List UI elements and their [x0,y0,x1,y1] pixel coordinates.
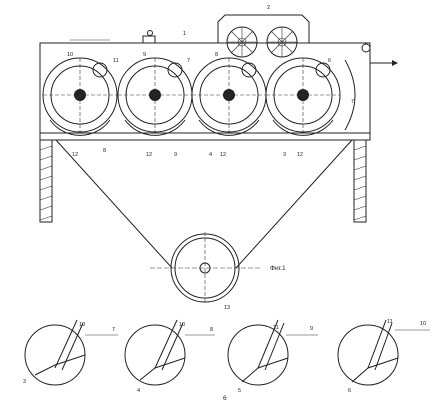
label-10: 10 [67,52,73,58]
outlet-guard [344,59,356,131]
label-12b: 12 [146,152,152,158]
label-3: 3 [283,152,286,158]
leg-right-hatch [353,145,367,221]
detail-1-mid: 10 [79,322,85,328]
label-13: 13 [224,305,230,311]
label-9b: 9 [174,152,177,158]
figure-caption: Фиг.1 [270,265,286,272]
detail-3-upper: 9 [310,326,313,332]
right-outlet [344,43,398,131]
detail-4-upper: 10 [420,321,426,327]
drive-belt [55,139,353,304]
fitting-cap [147,30,153,36]
drum-4 [265,57,341,136]
housing-bottom-rail [39,133,371,141]
gear-spokes [227,27,297,57]
label-7b: 7 [351,99,354,105]
outlet-arrow-icon [392,60,398,66]
label-9: 9 [143,52,146,58]
detail-1-upper: 7 [112,327,115,333]
detail-caption: 6 [223,395,227,402]
detail-4: 6 10 11 [337,319,430,394]
label-12a: 12 [72,152,78,158]
outlet-pivot [361,43,371,53]
leg-right [353,139,367,223]
label-12c: 12 [220,152,226,158]
detail-1: 3 7 10 [23,319,118,386]
housing [39,42,371,141]
detail-4-lower: 6 [348,388,351,394]
main-labels: 1 2 10 11 9 7 8 6 7 12 8 12 9 4 12 3 12 … [67,5,354,311]
detail-2-lower: 4 [137,388,140,394]
gearbox-casing [217,14,310,43]
gearbox [217,14,310,58]
detail-2-mid: 10 [179,322,185,328]
detail-4-mid: 11 [387,319,393,325]
label-4: 4 [209,152,212,158]
drums [42,57,341,136]
top-fittings [70,30,156,44]
label-8: 8 [215,52,218,58]
legs [39,139,367,223]
label-2: 2 [267,5,270,11]
leg-left-hatch [39,145,53,221]
detail-3: 5 9 11 [227,319,318,394]
detail-views: 3 7 10 4 8 10 5 9 11 [23,319,430,402]
drum-2 [117,57,193,136]
label-6: 6 [328,58,331,64]
fitting-box [142,35,156,44]
detail-3-mid: 11 [273,325,279,331]
label-12d: 12 [297,152,303,158]
label-11: 11 [113,58,119,64]
drum-3 [191,57,267,136]
detail-3-lower: 5 [238,388,241,394]
label-1: 1 [183,31,186,37]
leg-left [39,139,53,223]
detail-1-lower: 3 [23,379,26,385]
label-8b: 8 [103,148,106,154]
housing-body [39,42,371,134]
label-7: 7 [187,58,190,64]
detail-2: 4 8 10 [124,319,215,394]
detail-2-upper: 8 [210,327,213,333]
drum-1 [42,57,118,136]
